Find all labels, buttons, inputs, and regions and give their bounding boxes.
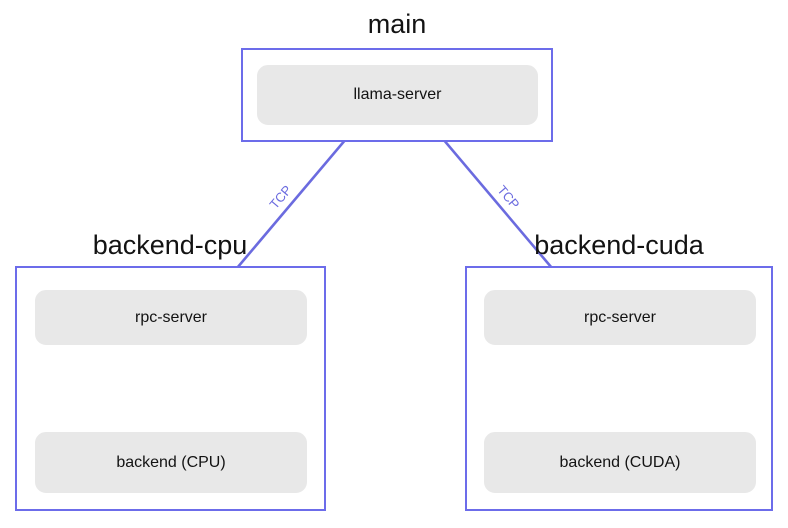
edge-main-to-cuda — [431, 125, 569, 288]
edge-label-tcp-cuda: TCP — [494, 182, 522, 212]
edge-main-to-cpu — [220, 125, 358, 288]
node-llama-server[interactable]: llama-server — [257, 65, 538, 125]
node-rpc-server-cpu[interactable]: rpc-server — [35, 290, 307, 345]
node-backend-cpu[interactable]: backend (CPU) — [35, 432, 307, 493]
cluster-title-backend-cuda: backend-cuda — [534, 230, 704, 260]
cluster-title-backend-cpu: backend-cpu — [92, 230, 248, 260]
cluster-title-main: main — [367, 9, 427, 39]
node-rpc-server-cuda[interactable]: rpc-server — [484, 290, 756, 345]
edge-label-tcp-cpu: TCP — [266, 182, 294, 212]
node-backend-cuda[interactable]: backend (CUDA) — [484, 432, 756, 493]
